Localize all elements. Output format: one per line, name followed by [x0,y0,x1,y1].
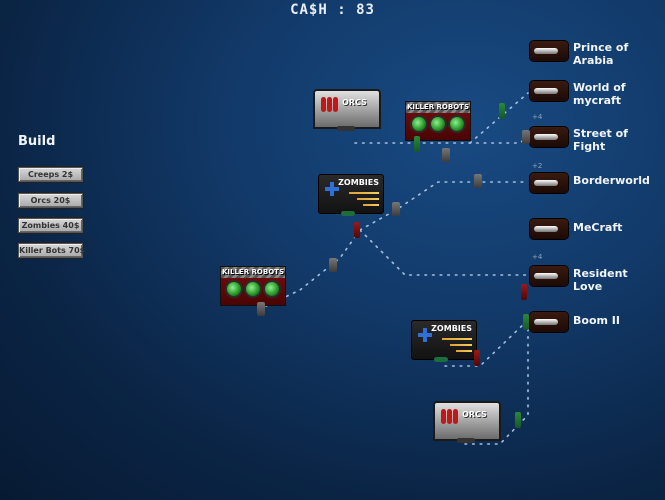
creep-grey [257,302,265,316]
game-cartridge-icon [530,41,568,61]
cash-counter: CA$H : 83 [290,2,375,18]
game-cartridge-icon [530,312,568,332]
game-cartridge-icon [530,127,568,147]
robot-orb-icon [246,282,260,296]
game-cartridge-icon [530,81,568,101]
tower-label: KILLER ROBOTS [406,102,470,113]
tower-label: KILLER ROBOTS [221,267,285,278]
game-cartridge-icon [530,219,568,239]
creep-green [515,412,521,428]
creep-green [414,136,420,152]
game-label: Street of Fight [573,127,628,153]
build-title: Build [18,134,56,149]
game-label: Boom II [573,314,620,327]
game-cartridge-icon [530,266,568,286]
creep-green [499,103,505,119]
game-label: World of mycraft [573,81,626,107]
path-3 [359,181,529,231]
creep-red [354,222,360,238]
game-label: MeCraft [573,221,623,234]
creep-red [474,350,480,366]
creep-grey [442,148,450,162]
build-killer-bots-button[interactable]: Killer Bots 70$ [18,243,85,258]
game-cartridge-icon [530,173,568,193]
creep-red [521,284,527,300]
robot-orb-icon [265,282,279,296]
robot-orb-icon [450,117,464,131]
path-1 [354,135,529,144]
tower-killer-robots[interactable]: KILLER ROBOTS [220,266,286,306]
build-creeps-button[interactable]: Creeps 2$ [18,167,83,182]
creep-grey [329,258,337,272]
build-zombies-button[interactable]: Zombies 40$ [18,218,83,233]
tower-orcs[interactable]: ORCS [313,89,381,131]
game-label: Borderworld [573,174,650,187]
tower-orcs[interactable]: ORCS [433,401,501,443]
tower-label: ZOMBIES [431,324,472,333]
game-label: Prince of Arabia [573,41,629,67]
game-label: Resident Love [573,267,628,293]
creep-grey [474,174,482,188]
tower-killer-robots[interactable]: KILLER ROBOTS [405,101,471,141]
robot-orb-icon [227,282,241,296]
robot-orb-icon [431,117,445,131]
tower-zombies[interactable]: ZOMBIES [411,320,477,362]
tower-zombies[interactable]: ZOMBIES [318,174,384,216]
robot-orb-icon [412,117,426,131]
path-7 [464,319,529,445]
path-5 [359,229,529,276]
bonus-label: +2 [532,162,543,170]
tower-label: ORCS [342,98,367,107]
creep-grey [392,202,400,216]
bonus-label: +4 [532,253,543,261]
creep-grey [522,130,530,144]
bonus-label: +4 [532,113,543,121]
build-orcs-button[interactable]: Orcs 20$ [18,193,83,208]
tower-label: ZOMBIES [338,178,379,187]
tower-label: ORCS [462,410,487,419]
creep-green [523,314,529,330]
